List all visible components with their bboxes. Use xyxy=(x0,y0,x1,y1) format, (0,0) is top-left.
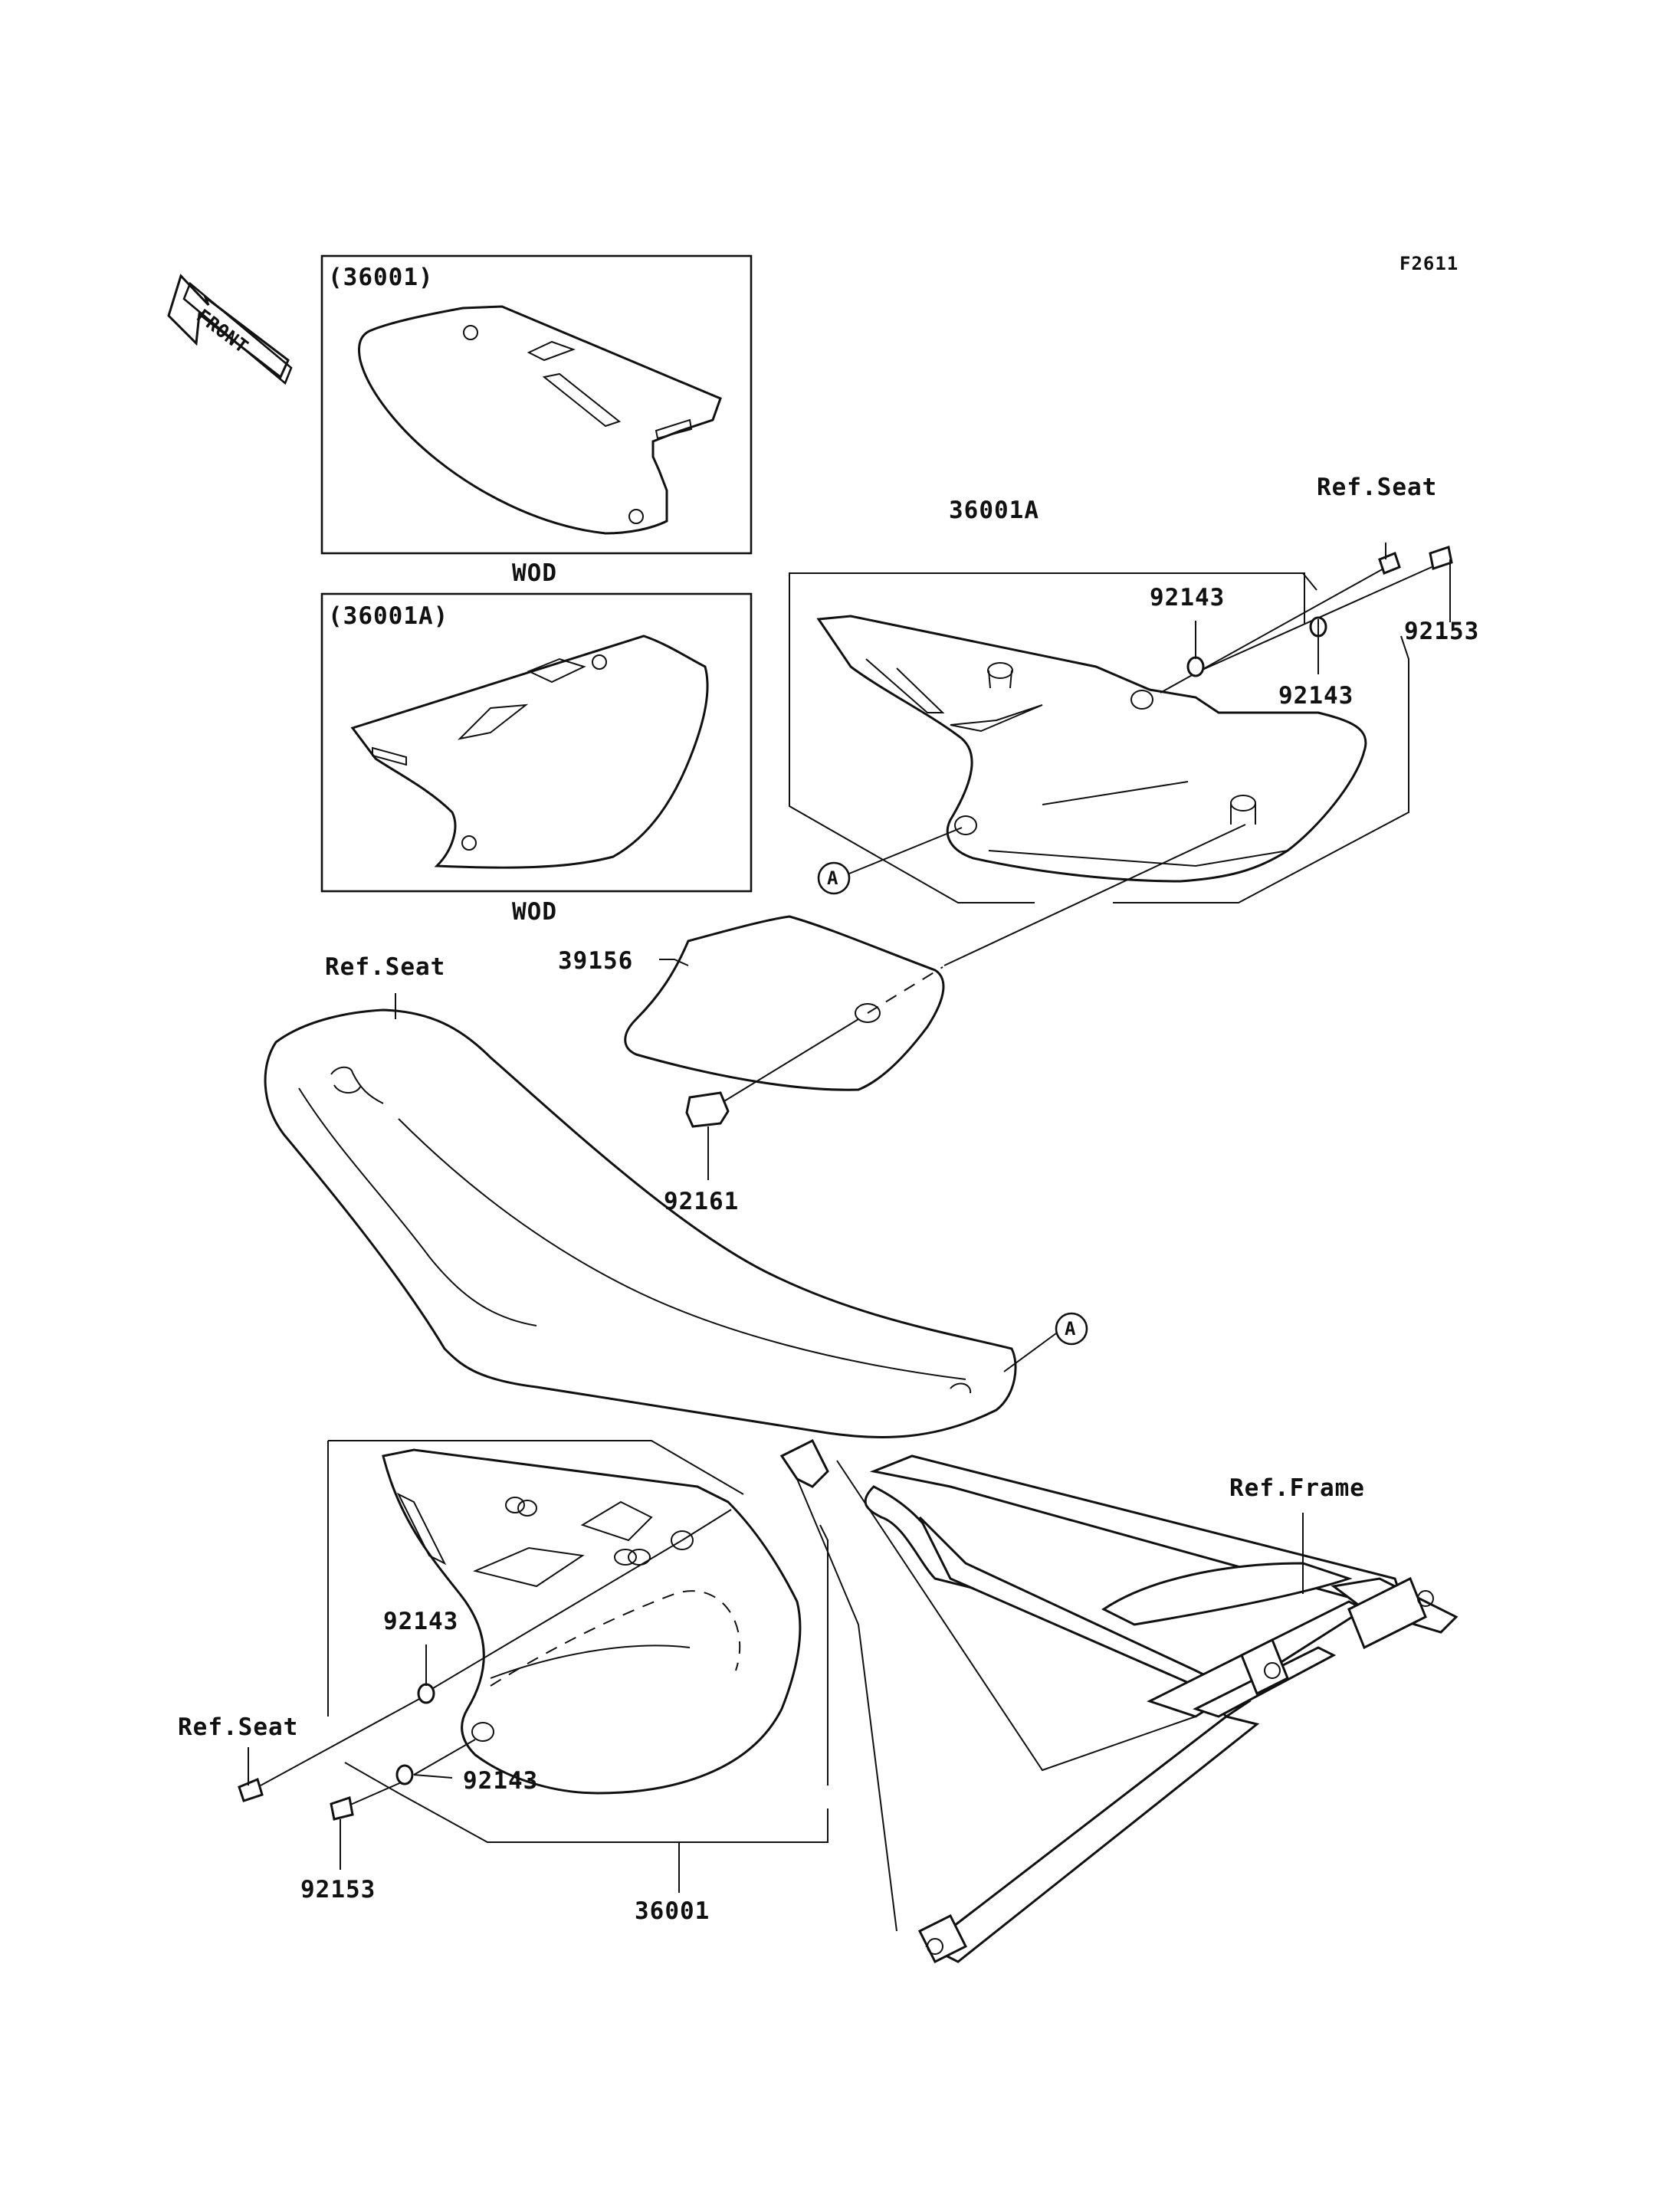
callout-ref-seat-left: Ref.Seat xyxy=(178,1713,299,1741)
callout-bracket-36001 xyxy=(327,1440,829,1893)
marker-a-seat-label: A xyxy=(1065,1318,1077,1340)
side-cover-right-inset-drawing xyxy=(350,635,709,869)
callout-36001: 36001 xyxy=(635,1897,710,1925)
side-cover-36001-drawing xyxy=(382,1448,802,1795)
label-leaders xyxy=(1195,619,1319,674)
inset-top-caption: WOD xyxy=(512,559,557,587)
inset-bottom-caption: WOD xyxy=(512,898,557,926)
inset-bottom-title: (36001A) xyxy=(328,602,449,630)
callout-36001a: 36001A xyxy=(949,497,1039,524)
front-arrow-icon xyxy=(167,274,293,385)
grommet-92161-drawing xyxy=(685,1091,730,1180)
inset-box-top xyxy=(320,254,753,555)
inset-top-title: (36001) xyxy=(328,264,434,291)
callout-ref-seat-top: Ref.Seat xyxy=(1317,474,1438,501)
seat-drawing xyxy=(264,993,1017,1439)
side-cover-left-inset-drawing xyxy=(358,305,722,535)
callout-92153-left: 92153 xyxy=(300,1876,376,1904)
pad-39156-drawing xyxy=(624,824,1246,1104)
callout-ref-frame: Ref.Frame xyxy=(1229,1474,1365,1502)
marker-a-seat xyxy=(1003,1312,1088,1372)
callout-92153-top: 92153 xyxy=(1404,618,1480,645)
side-cover-36001a-drawing xyxy=(816,615,1367,883)
callout-39156: 39156 xyxy=(558,947,634,975)
callout-bracket-36001a xyxy=(789,572,1409,903)
inset-box-bottom xyxy=(320,592,753,893)
callout-92143-left-1: 92143 xyxy=(383,1608,459,1635)
marker-a-top-label: A xyxy=(827,867,839,889)
callout-92143-left-2: 92143 xyxy=(463,1767,539,1795)
callout-92143-top-1: 92143 xyxy=(1150,584,1226,612)
frame-drawing xyxy=(779,1438,1459,1964)
callout-92161: 92161 xyxy=(664,1188,740,1215)
hardware-top xyxy=(1160,543,1453,694)
hardware-left xyxy=(238,1540,683,1870)
callout-92143-top-2: 92143 xyxy=(1278,682,1354,710)
figure-code: F2611 xyxy=(1399,253,1459,274)
callout-ref-seat-mid: Ref.Seat xyxy=(325,953,446,981)
marker-a-top xyxy=(817,827,963,895)
